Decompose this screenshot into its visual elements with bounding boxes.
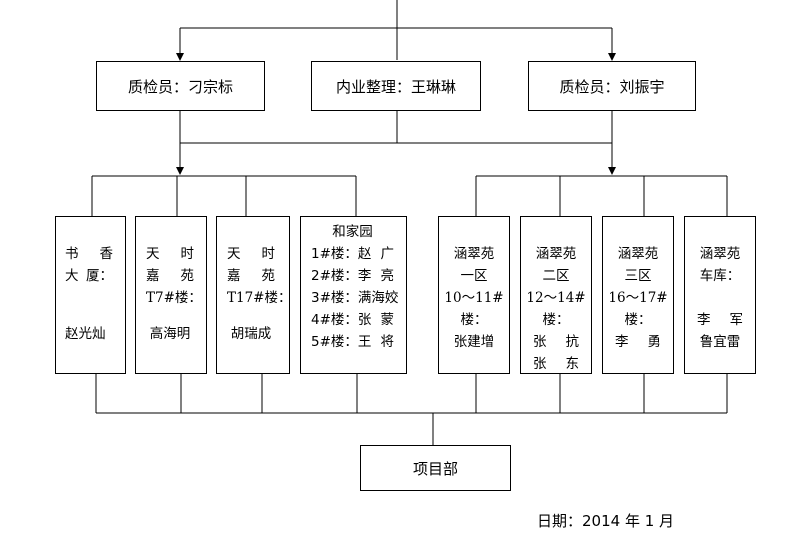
site-row: 大厦： [65,268,113,284]
site-manager: 李军 [697,312,743,328]
site-row: 二区 [542,268,570,284]
site-row: 涵翠苑 [617,246,659,262]
inspector-label-2: 内业整理：王琳琳 [335,77,456,96]
site-row: 书香 [65,246,113,262]
site-row: 3#楼：满海姣 [311,290,399,306]
site-row [65,287,113,309]
inspector-box-2: 内业整理：王琳琳 [311,61,481,111]
site-row: 嘉苑 [227,268,275,284]
site-row: 涵翠苑 [453,246,495,262]
site-row: 10～11# [444,290,504,306]
site-box-8: 涵翠苑 车库： 李军 鲁宜雷 [684,216,756,374]
site-row: 4#楼：张蒙 [311,312,394,328]
inspector-label-1: 质检员：刁宗标 [127,77,233,96]
site-box-6: 涵翠苑 二区 12～14# 楼： 张抗 张东 [520,216,592,374]
site-row [697,287,743,309]
site-row: T7#楼： [146,290,202,306]
site-manager: 赵光灿 [65,326,106,342]
site-row: T17#楼： [227,290,292,306]
site-box-4: 和家园 1#楼：赵广 2#楼：李亮 3#楼：满海姣 4#楼：张蒙 5#楼：王将 [300,216,407,374]
site-title: 和家园 [332,224,373,240]
site-manager: 张东 [533,356,579,372]
site-row: 2#楼：李亮 [311,268,394,284]
site-row: 天时 [227,246,275,262]
site-row: 12～14# [526,290,586,306]
site-manager: 张建增 [453,334,495,350]
site-manager: 张抗 [533,334,579,350]
site-manager: 高海明 [149,326,191,342]
site-box-2: 天时 嘉苑 T7#楼： 高海明 [135,216,207,374]
site-row: 一区 [460,268,488,284]
site-row: 楼： [542,312,570,328]
site-row: 1#楼：赵广 [311,246,394,262]
site-box-3: 天时 嘉苑 T17#楼： 胡瑞成 [216,216,292,374]
inspector-label-3: 质检员：刘振宇 [559,77,665,96]
site-manager: 李勇 [615,334,661,350]
site-box-7: 涵翠苑 三区 16～17# 楼： 李勇 [602,216,674,374]
site-row: 涵翠苑 [699,246,741,262]
site-row: 嘉苑 [146,268,194,284]
project-dept-box: 项目部 [360,445,511,491]
site-manager: 鲁宜雷 [699,334,741,350]
site-row: 5#楼：王将 [311,334,394,350]
site-box-5: 涵翠苑 一区 10～11# 楼： 张建增 [438,216,510,374]
site-row: 三区 [624,268,652,284]
site-manager: 胡瑞成 [230,326,272,342]
site-row: 涵翠苑 [535,246,577,262]
site-row: 车库： [699,268,741,284]
site-row: 楼： [624,312,652,328]
date-label: 日期：2014 年 1 月 [537,512,675,530]
inspector-box-1: 质检员：刁宗标 [96,61,265,111]
site-row: 楼： [460,312,488,328]
project-dept-label: 项目部 [412,459,458,478]
site-box-1: 书香 大厦： 赵光灿 [55,216,126,374]
site-row: 天时 [146,246,194,262]
site-row: 16～17# [608,290,668,306]
inspector-box-3: 质检员：刘振宇 [528,61,696,111]
